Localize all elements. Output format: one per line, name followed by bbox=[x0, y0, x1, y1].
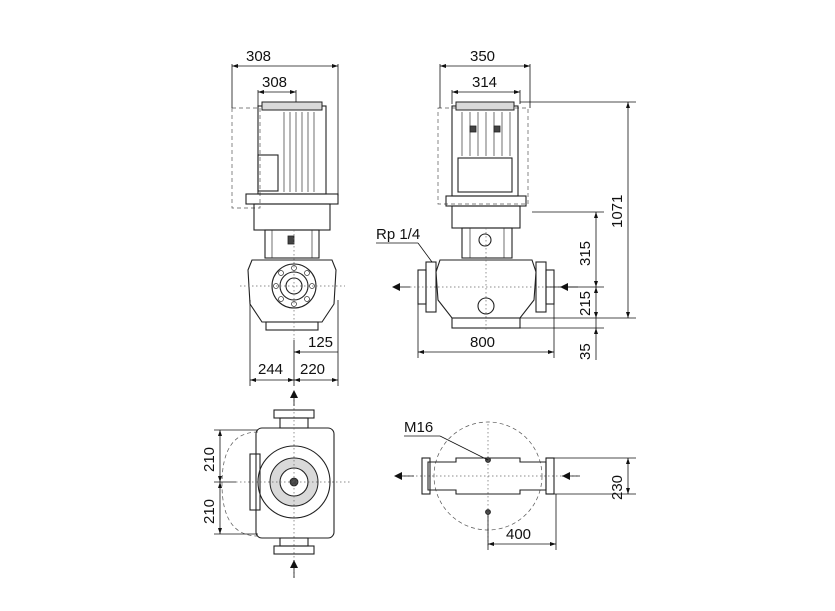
front-outlet-flange bbox=[535, 261, 547, 313]
footprint-flow-arrow-right-icon bbox=[562, 472, 580, 480]
side-motor-fins bbox=[283, 112, 315, 192]
side-terminal-box-outline bbox=[231, 107, 261, 209]
dim-side-outer-width: 308 bbox=[246, 48, 271, 65]
footprint-flow-arrow-left-icon bbox=[394, 472, 414, 480]
side-coupling-housing bbox=[253, 203, 331, 231]
dim-front-inner-width: 314 bbox=[472, 74, 497, 91]
footprint-view: M16 bbox=[394, 419, 580, 548]
front-dimensions: 350 314 800 1071 315 215 35 bbox=[417, 48, 636, 360]
dim-pipe-center-height: 215 bbox=[577, 291, 594, 316]
label-vent-port: Rp 1/4 bbox=[376, 226, 420, 243]
dim-total-height: 1071 bbox=[609, 195, 626, 228]
footprint-dimensions: 230 400 bbox=[487, 457, 636, 550]
label-bolt: M16 bbox=[404, 419, 433, 436]
front-motor-fan-cover bbox=[455, 101, 515, 111]
front-coupling bbox=[478, 233, 492, 247]
front-motor-fins bbox=[461, 112, 511, 156]
side-shaft bbox=[287, 235, 295, 245]
dim-right-depth: 220 bbox=[300, 361, 325, 378]
front-drain bbox=[477, 297, 495, 315]
side-motor-body bbox=[257, 105, 327, 195]
dim-hole-spacing: 230 bbox=[609, 475, 626, 500]
dim-bottom-half: 210 bbox=[201, 499, 218, 524]
dim-base-height: 35 bbox=[577, 343, 594, 360]
top-view-dimensions: 210 210 bbox=[201, 429, 258, 535]
top-shaft bbox=[289, 477, 299, 487]
dim-flange-length: 800 bbox=[470, 334, 495, 351]
front-motor-flange bbox=[445, 195, 527, 207]
top-outlet-flange bbox=[273, 545, 315, 555]
dim-head-height: 315 bbox=[577, 241, 594, 266]
side-stool bbox=[264, 229, 320, 259]
top-flow-arrow-bottom-icon bbox=[290, 560, 298, 578]
side-pump-housing bbox=[247, 259, 337, 323]
front-stool bbox=[461, 227, 513, 259]
side-terminal-box bbox=[257, 154, 279, 192]
top-motor-circle bbox=[257, 445, 331, 519]
side-dimensions: 308 308 125 244 220 bbox=[231, 48, 339, 386]
side-base bbox=[265, 321, 319, 331]
dim-top-half: 210 bbox=[201, 447, 218, 472]
front-cable-entry-1 bbox=[469, 125, 477, 133]
dim-hole-distance: 400 bbox=[506, 526, 531, 543]
top-inlet-flange bbox=[273, 409, 315, 419]
dim-front-outer-width: 350 bbox=[470, 48, 495, 65]
front-cable-entry-2 bbox=[493, 125, 501, 133]
top-view-outline bbox=[221, 431, 259, 537]
dim-left-depth: 244 bbox=[258, 361, 283, 378]
dim-side-inner-width: 308 bbox=[262, 74, 287, 91]
dim-port-offset: 125 bbox=[308, 334, 333, 351]
front-base bbox=[451, 317, 521, 329]
front-terminal-box bbox=[457, 157, 513, 193]
footprint-inlet-flange bbox=[421, 457, 431, 495]
top-flow-arrow-up-icon bbox=[290, 390, 298, 406]
front-view: Rp 1/4 bbox=[376, 101, 578, 332]
front-flow-arrow-left-icon bbox=[392, 283, 410, 291]
top-view bbox=[221, 390, 352, 580]
top-inlet-neck bbox=[279, 417, 309, 429]
side-view bbox=[231, 101, 345, 340]
side-motor-fan-cover bbox=[261, 101, 323, 111]
front-coupling-housing bbox=[451, 205, 521, 229]
